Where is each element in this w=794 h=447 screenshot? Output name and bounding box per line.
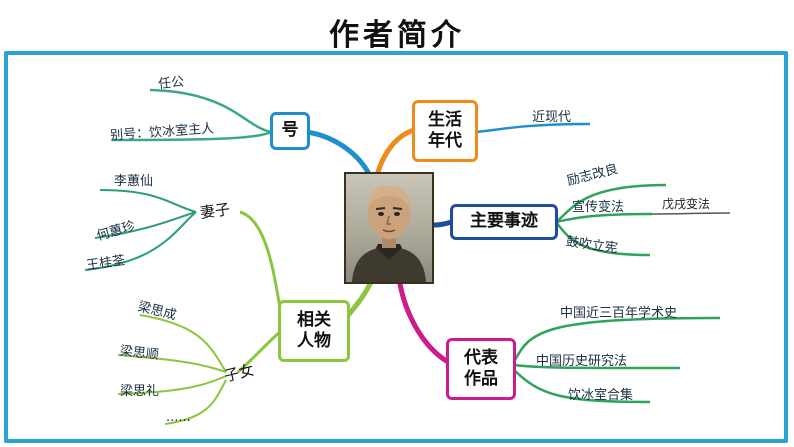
connector-children-to-sicheng xyxy=(139,314,227,373)
connector-works-to-lishi xyxy=(513,363,681,370)
connector-center-to-hao xyxy=(303,129,371,175)
connector-deeds-to-lizhi xyxy=(555,183,667,223)
node-people: 相关 人物 xyxy=(278,300,350,362)
leaf-jinxiandai: 近现代 xyxy=(532,110,572,125)
connector-children-to-sishun xyxy=(117,354,227,373)
leaf-child-more: ...... xyxy=(166,410,191,425)
connector-children-to-more xyxy=(164,379,227,425)
connector-works-to-heji xyxy=(513,369,651,404)
connector-center-to-era xyxy=(375,127,417,175)
leaf-lishi: 中国历史研究法 xyxy=(536,354,628,369)
connector-era-to-jinxiandai xyxy=(475,122,591,134)
leaf-heji: 饮冰室合集 xyxy=(568,388,634,403)
connector-children-to-sili xyxy=(117,375,227,395)
leaf-wuxu: 戊戌变法 xyxy=(662,197,711,211)
leaf-child-sili: 梁思礼 xyxy=(120,384,160,399)
connector-wife-to-he xyxy=(94,211,197,239)
connector-people-to-children xyxy=(237,328,283,374)
connector-deeds-to-xuanchuan xyxy=(555,212,653,224)
leaf-child-sishun: 梁思顺 xyxy=(119,343,160,363)
leaf-xuanchuan: 宣传变法 xyxy=(572,200,625,215)
connector-hao-to-rengong xyxy=(149,88,273,134)
portrait-photo-icon xyxy=(344,172,434,284)
node-hao: 号 xyxy=(270,112,310,150)
page-title: 作者简介 xyxy=(329,18,465,53)
connector-hao-to-bihao xyxy=(111,130,273,142)
node-wife: 妻子 xyxy=(198,199,232,222)
node-works: 代表 作品 xyxy=(446,338,516,400)
connector-people-to-wife xyxy=(239,210,284,321)
connector-works-to-xueshushi xyxy=(512,316,721,363)
node-deeds: 主要事迹 xyxy=(450,204,558,240)
connector-xuanchuan-to-wuxu xyxy=(651,212,731,215)
leaf-wife-li: 李蕙仙 xyxy=(114,174,154,189)
connector-deeds-to-guchui xyxy=(555,221,651,257)
connector-wife-to-wang xyxy=(84,211,197,271)
connector-wife-to-li xyxy=(99,189,197,213)
node-era: 生活 年代 xyxy=(412,100,478,162)
leaf-rengong: 任公 xyxy=(157,74,185,93)
connector-center-to-works xyxy=(397,281,451,365)
mindmap-frame xyxy=(4,51,788,443)
leaf-xueshushi: 中国近三百年学术史 xyxy=(560,306,678,321)
